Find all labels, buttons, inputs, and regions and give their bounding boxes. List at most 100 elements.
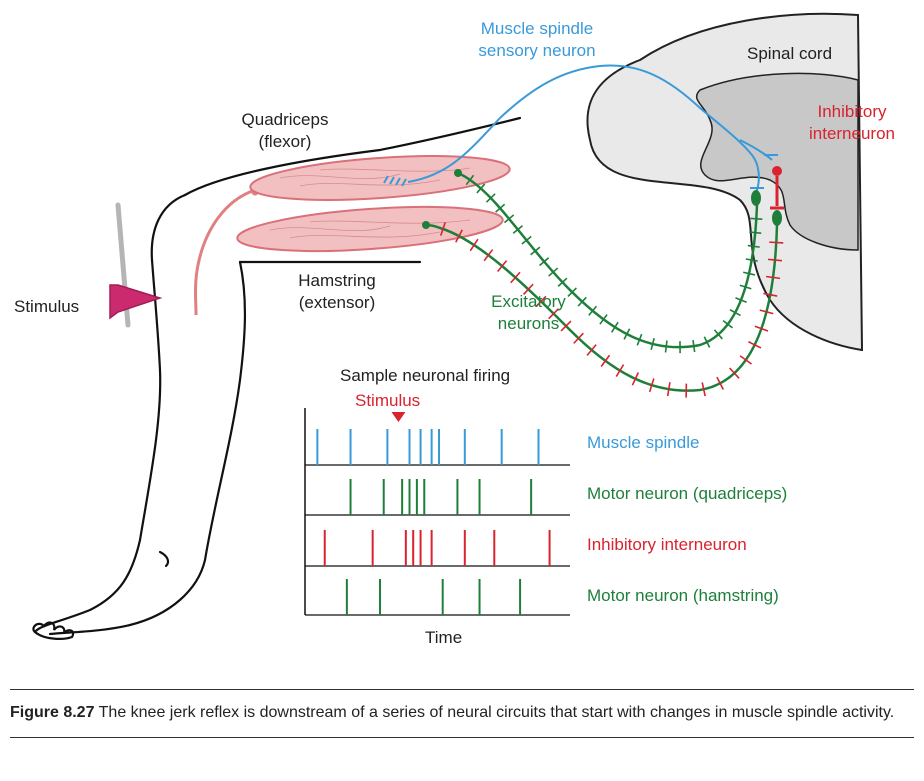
ankle-crease — [158, 550, 170, 568]
myelin-tick — [631, 372, 640, 386]
myelin-tick — [535, 295, 547, 307]
myelin-tick — [716, 376, 725, 390]
myelin-tick — [512, 225, 524, 234]
myelin-tick — [610, 321, 619, 333]
myelin-tick — [522, 283, 534, 295]
quadriceps-endplate — [454, 169, 462, 177]
myelin-tick — [439, 222, 446, 236]
excitatory-label-line2: neurons — [497, 314, 560, 333]
sensory-branch — [739, 139, 773, 161]
myelin-tick — [769, 241, 784, 244]
myelin-tick — [692, 340, 696, 353]
myelin-tick — [548, 308, 560, 320]
myelin-tick — [766, 275, 781, 280]
inhibitory-interneuron — [770, 166, 784, 210]
spindle-neuron-label-line2: sensory neuron — [478, 41, 596, 60]
myelin-tick — [567, 287, 577, 297]
thigh-top-outline — [183, 116, 522, 197]
stimulus-marker-triangle — [391, 412, 406, 422]
quadriceps-label: Quadriceps (flexor) — [225, 109, 345, 153]
spindle-neuron-label: Muscle spindle sensory neuron — [462, 18, 612, 62]
raster-title: Sample neuronal firing — [340, 366, 511, 385]
excitatory-neurons-label: Excitatory neurons — [476, 291, 581, 335]
myelin-tick — [485, 193, 496, 203]
spindle-neuron-label-line1: Muscle spindle — [480, 19, 594, 38]
myelin-tick — [636, 333, 643, 346]
myelin-tick — [650, 337, 655, 351]
hamstring-label: Hamstring (extensor) — [282, 270, 392, 314]
myelin-tick — [666, 382, 671, 397]
myelin-tick — [560, 320, 572, 332]
myelin-tick — [722, 319, 734, 329]
myelin-tick — [497, 260, 508, 272]
myelin-tick — [703, 336, 711, 348]
myelin-tick — [469, 238, 479, 252]
inhibitory-label-line2: interneuron — [808, 124, 895, 143]
myelin-tick — [623, 328, 631, 340]
raster-row-label-quadriceps: Motor neuron (quadriceps) — [587, 484, 788, 503]
myelin-tick — [557, 277, 568, 287]
stimulus-label: Stimulus — [14, 297, 80, 316]
myelin-tick — [767, 258, 783, 262]
hamstring-endplate — [422, 221, 430, 229]
sensory-axon — [407, 64, 760, 191]
myelin-tick — [588, 305, 598, 316]
myelin-tick — [748, 341, 762, 349]
myelin-tick — [743, 271, 756, 276]
myelin-tick — [586, 344, 597, 356]
myelin-tick — [747, 244, 760, 248]
patellar-tendon — [194, 188, 256, 316]
myelin-tick — [763, 292, 778, 297]
myelin-tick — [577, 296, 587, 307]
hamstring-label-line1: Hamstring — [298, 271, 376, 290]
toes — [32, 621, 75, 640]
leg — [32, 116, 522, 640]
figure-number: Figure 8.27 — [10, 704, 95, 721]
myelin-tick — [539, 257, 550, 267]
myelin-tick — [465, 174, 475, 186]
calf-back-outline — [48, 260, 247, 636]
myelin-tick — [600, 354, 611, 367]
myelin-tick — [729, 309, 741, 317]
spinal-cord-label: Spinal cord — [747, 44, 833, 63]
myelin-tick — [664, 340, 668, 353]
figure-caption-block: Figure 8.27 The knee jerk reflex is down… — [10, 689, 914, 738]
myelin-tick — [759, 309, 774, 315]
neuronal-firing-raster — [304, 408, 570, 616]
hamstring-muscle — [236, 205, 504, 253]
quadriceps-axon-myelin-ticks — [465, 174, 763, 354]
inhibitory-interneuron-label: Inhibitory interneuron — [796, 101, 908, 145]
myelin-tick — [735, 297, 747, 304]
hamstring-axon-myelin-ticks — [439, 222, 784, 398]
inhibitory-label-line1: Inhibitory — [817, 102, 887, 121]
myelin-tick — [573, 332, 584, 344]
myelin-tick — [749, 231, 762, 234]
raster-row-label-inhibitory: Inhibitory interneuron — [587, 535, 747, 554]
figure-caption: Figure 8.27 The knee jerk reflex is down… — [10, 700, 914, 725]
excitatory-label-line1: Excitatory — [491, 292, 566, 311]
knee-front-outline — [33, 193, 187, 634]
myelin-tick — [750, 217, 763, 220]
caption-text: The knee jerk reflex is downstream of a … — [94, 704, 895, 721]
hamstring-fibers — [269, 219, 471, 239]
inhibitory-soma — [772, 166, 782, 176]
spindle-endings — [383, 175, 407, 187]
quadriceps-label-line1: Quadriceps — [241, 110, 329, 129]
myelin-tick — [701, 382, 706, 397]
raster-time-label: Time — [425, 628, 463, 647]
raster-row-label-spindle: Muscle spindle — [587, 433, 700, 452]
myelin-tick — [521, 235, 532, 245]
myelin-tick — [599, 314, 608, 325]
myelin-tick — [510, 271, 521, 284]
myelin-tick — [615, 364, 625, 378]
myelin-tick — [455, 229, 463, 243]
myelin-tick — [503, 214, 515, 224]
myelin-tick — [739, 284, 752, 290]
hammer-head — [109, 284, 163, 320]
raster-row-label-hamstring: Motor neuron (hamstring) — [587, 586, 779, 605]
quadriceps-label-line2: (flexor) — [258, 132, 312, 151]
myelin-tick — [483, 249, 494, 262]
hamstring-label-line2: (extensor) — [298, 293, 376, 312]
myelin-tick — [495, 203, 506, 213]
